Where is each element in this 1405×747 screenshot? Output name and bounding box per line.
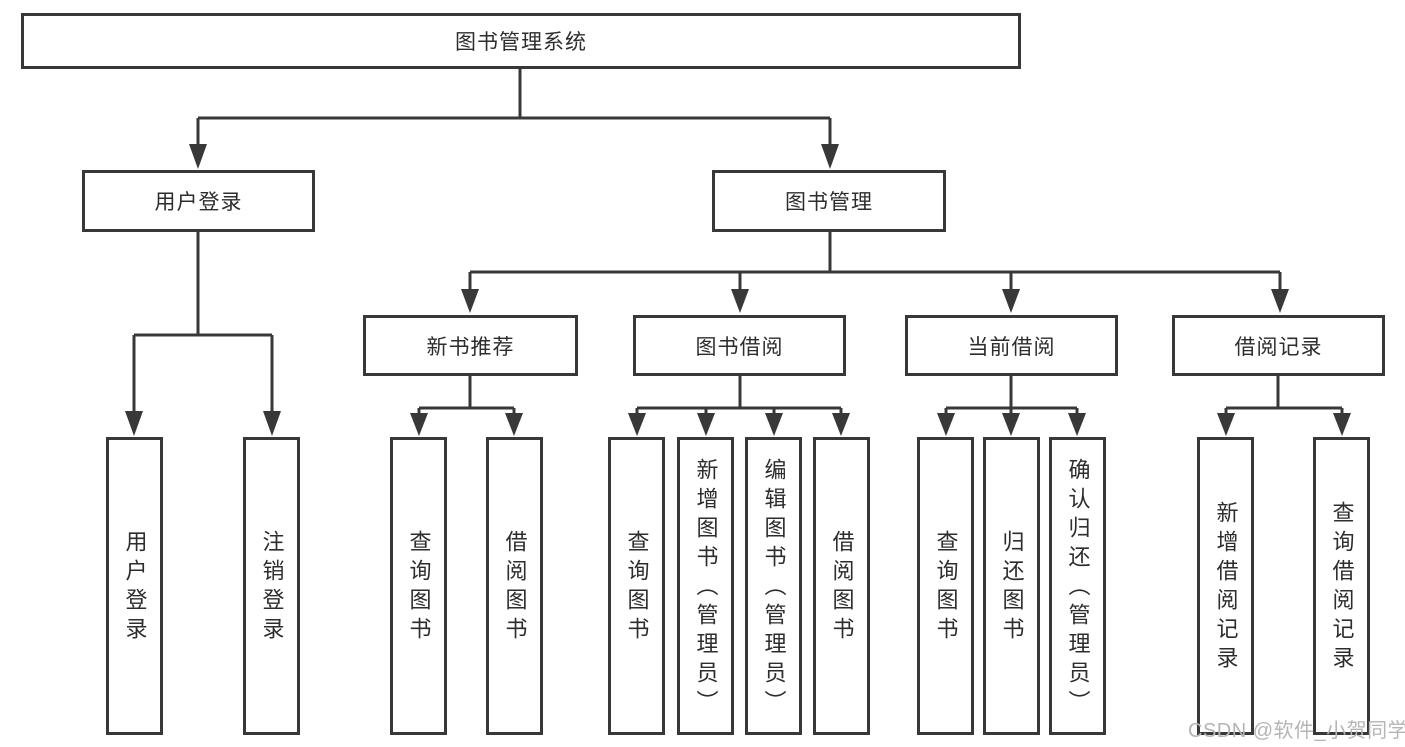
node-new-book-recommend: 新书推荐 xyxy=(363,315,578,376)
leaf-query-books-borrowing: 查询图书 xyxy=(608,437,665,735)
node-user-login: 用户登录 xyxy=(82,170,315,232)
connector-new-book-recommend-to-children xyxy=(410,376,523,436)
connector-borrow-records-to-children xyxy=(1217,376,1351,436)
leaf-borrow-books-borrowing: 借阅图书 xyxy=(813,437,870,735)
node-root: 图书管理系统 xyxy=(21,13,1021,69)
leaf-confirm-return-admin: 确认归还（管理员） xyxy=(1049,437,1106,735)
leaf-logout: 注销登录 xyxy=(243,437,300,735)
connector-user-login-to-children xyxy=(125,232,281,436)
leaf-query-books-recommend: 查询图书 xyxy=(390,437,447,735)
connector-book-mgmt-to-level3 xyxy=(461,232,1289,313)
connector-root-to-level2 xyxy=(189,69,839,169)
leaf-user-login: 用户登录 xyxy=(106,437,163,735)
node-borrow-records: 借阅记录 xyxy=(1172,315,1385,376)
leaf-query-borrow-record: 查询借阅记录 xyxy=(1313,437,1370,735)
node-book-borrowing: 图书借阅 xyxy=(633,315,846,376)
node-current-borrowing: 当前借阅 xyxy=(905,315,1118,376)
leaf-borrow-books-recommend: 借阅图书 xyxy=(486,437,543,735)
node-book-mgmt: 图书管理 xyxy=(712,170,946,232)
csdn-watermark: CSDN @软件_小贺同学 xyxy=(1188,720,1405,742)
connector-current-borrowing-to-children xyxy=(937,376,1086,436)
leaf-query-books-current: 查询图书 xyxy=(917,437,974,735)
leaf-add-borrow-record: 新增借阅记录 xyxy=(1197,437,1254,735)
leaf-edit-book-admin: 编辑图书（管理员） xyxy=(745,437,802,735)
connector-book-borrowing-to-children xyxy=(628,376,850,436)
leaf-return-book: 归还图书 xyxy=(983,437,1040,735)
leaf-add-book-admin: 新增图书（管理员） xyxy=(677,437,734,735)
